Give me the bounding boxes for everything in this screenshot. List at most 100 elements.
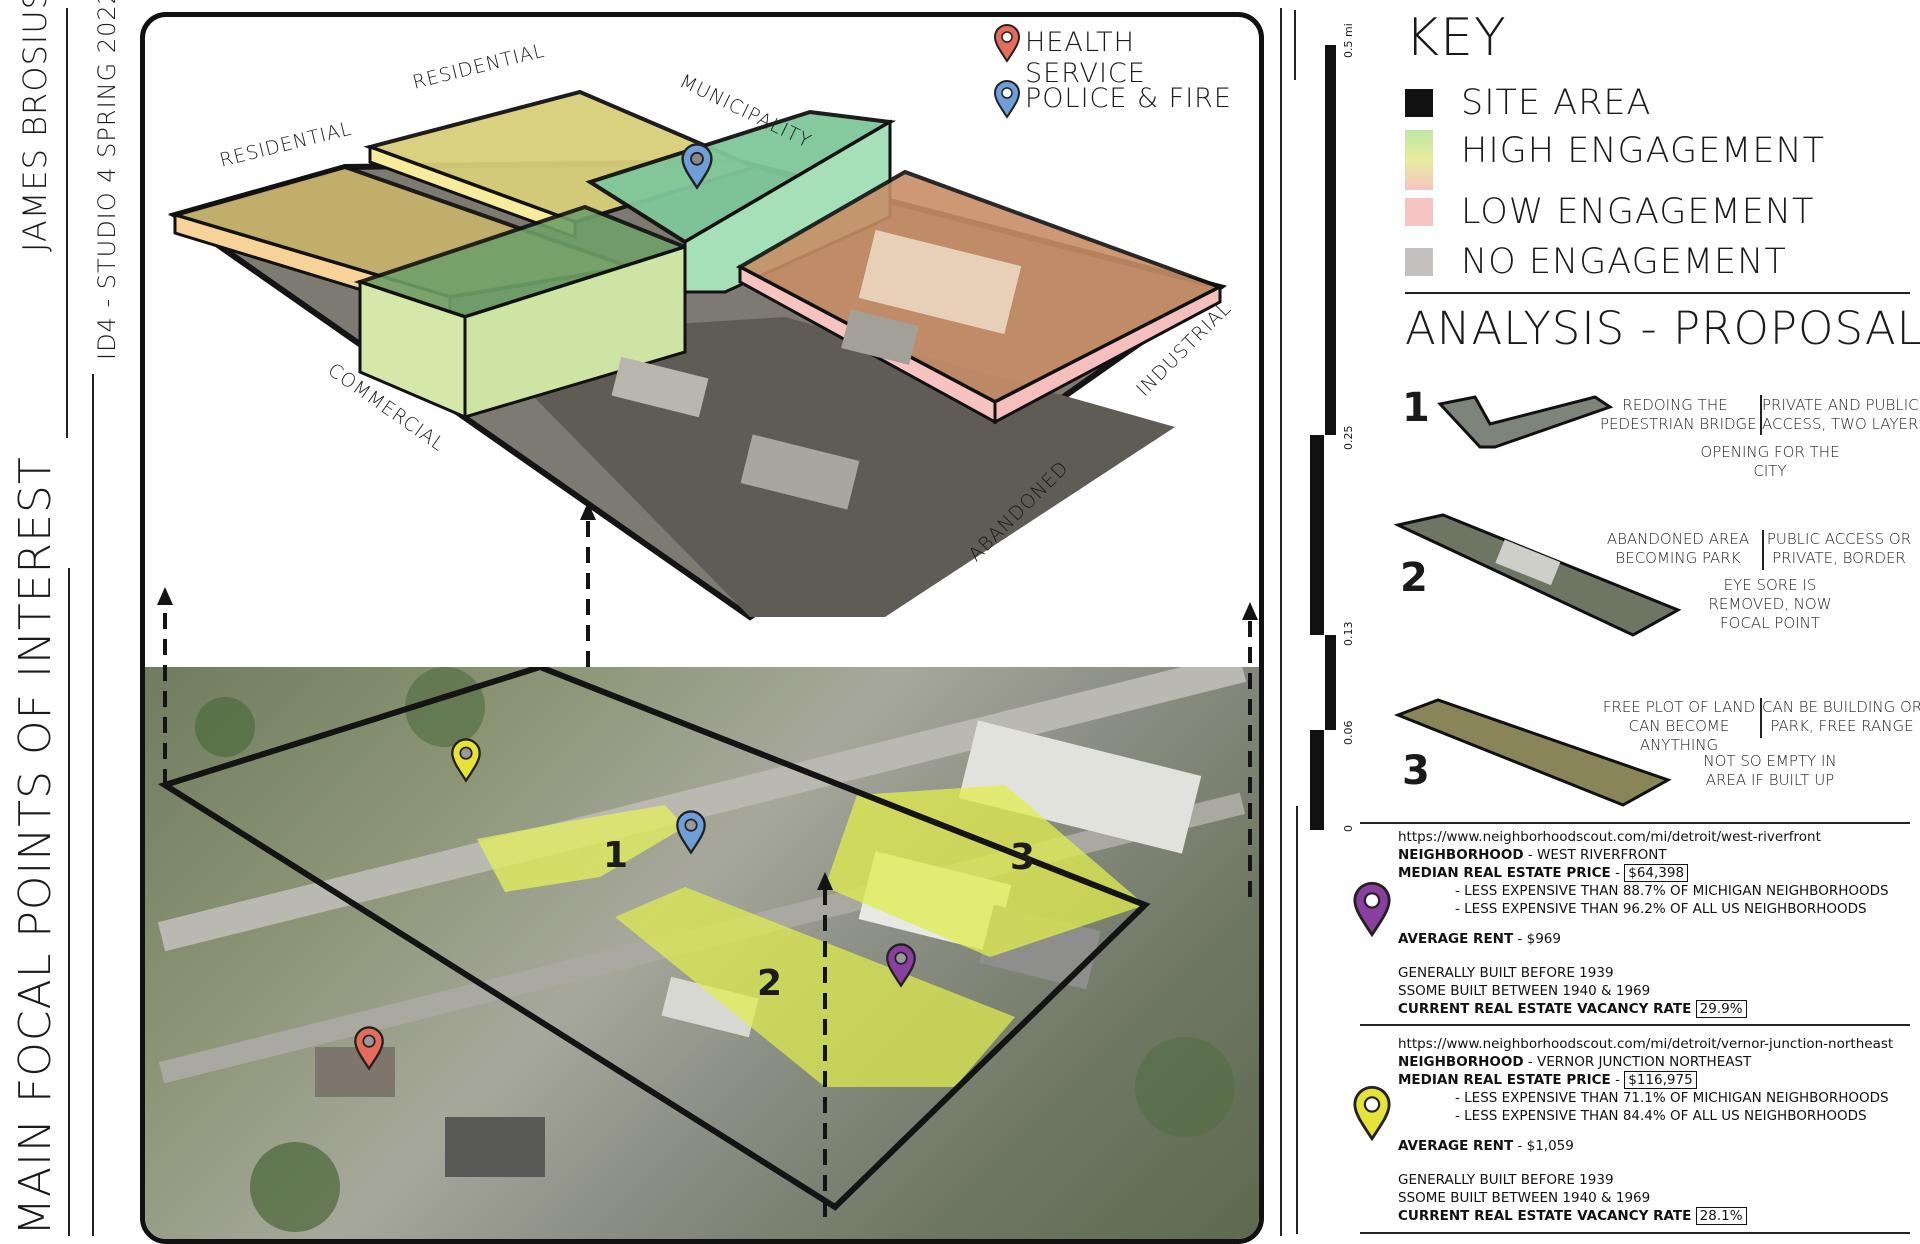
neighborhood-name-row: NEIGHBORHOOD - VERNOR JUNCTION NORTHEAST [1398, 1053, 1751, 1071]
proposal-number: 2 [1400, 555, 1428, 601]
key-swatch [1405, 89, 1433, 117]
key-label: SITE AREA [1461, 83, 1652, 123]
neighborhood-url[interactable]: https://www.neighborhoodscout.com/mi/det… [1398, 829, 1821, 845]
key-swatch [1405, 248, 1433, 276]
proposal-3-right-text: CAN BE BUILDING OR PARK, FREE RANGE [1762, 698, 1920, 735]
scale-tick-label: 0 [1342, 825, 1355, 832]
neighborhood-name: - VERNOR JUNCTION NORTHEAST [1523, 1054, 1752, 1070]
built-info: SSOME BUILT BETWEEN 1940 & 1969 [1398, 983, 1651, 999]
key-item-site-area: SITE AREA [1405, 83, 1651, 123]
scale-tick-label: 0.13 [1342, 621, 1355, 647]
proposal-3-thumbnail [1393, 698, 1672, 807]
left-rule-bottom [68, 568, 70, 1236]
zone-diagram [167, 89, 1228, 621]
map-area-2: 2 [757, 963, 783, 1004]
legend-police-fire: POLICE & FIRE [1025, 83, 1232, 114]
comparison-bullet: - LESS EXPENSIVE THAN 96.2% OF ALL US NE… [1455, 901, 1867, 917]
key-divider [1405, 292, 1910, 294]
rent-value: - $969 [1513, 931, 1561, 947]
proposal-2-thumbnail [1393, 513, 1682, 637]
dashed-arrows [157, 502, 1258, 1217]
map-pin-icon [993, 24, 1021, 63]
built-info: SSOME BUILT BETWEEN 1940 & 1969 [1398, 1190, 1651, 1206]
rent-row: AVERAGE RENT - $969 [1398, 930, 1561, 948]
median-price-row: MEDIAN REAL ESTATE PRICE - $64,398 [1398, 864, 1689, 882]
median-value: $64,398 [1624, 864, 1689, 882]
vacancy-label: CURRENT REAL ESTATE VACANCY RATE [1398, 1001, 1692, 1017]
rent-value: - $1,059 [1513, 1138, 1574, 1154]
vacancy-row: CURRENT REAL ESTATE VACANCY RATE 29.9% [1398, 1000, 1747, 1018]
panel-divider-left [1280, 8, 1282, 1236]
neighborhood-name: - WEST RIVERFRONT [1523, 847, 1667, 863]
key-label: LOW ENGAGEMENT [1461, 192, 1815, 232]
comparison-bullet: - LESS EXPENSIVE THAN 84.4% OF ALL US NE… [1455, 1108, 1867, 1124]
scale-unit-label: 0.5 mi [1342, 23, 1355, 58]
neighborhood-divider [1360, 1232, 1910, 1234]
key-item-no-engagement: NO ENGAGEMENT [1405, 242, 1787, 282]
built-info: GENERALLY BUILT BEFORE 1939 [1398, 965, 1614, 981]
left-rule-top [66, 8, 68, 438]
proposal-1-left-text: REDOING THE PEDESTRIAN BRIDGE [1600, 396, 1757, 433]
police-pin-map-icon [676, 810, 706, 855]
neighborhood-label: NEIGHBORHOOD [1398, 1054, 1524, 1070]
proposal-divider [1762, 530, 1764, 570]
median-label: MEDIAN REAL ESTATE PRICE [1398, 865, 1611, 881]
yellow-pin-icon [451, 738, 481, 783]
neighborhood-url[interactable]: https://www.neighborhoodscout.com/mi/det… [1398, 1036, 1894, 1052]
proposal-divider [1760, 698, 1762, 738]
scale-base-rule [1296, 806, 1298, 1234]
proposal-1-thumbnail [1437, 395, 1614, 449]
neighborhood-divider [1360, 1024, 1910, 1026]
rent-label: AVERAGE RENT [1398, 1138, 1514, 1154]
proposal-number: 1 [1402, 385, 1430, 431]
purple-pin-icon [886, 943, 916, 988]
key-title: KEY [1405, 8, 1507, 68]
proposal-2-bottom-text: EYE SORE IS REMOVED, NOW FOCAL POINT [1708, 576, 1832, 632]
legend-health-service: HEALTH SERVICE [1025, 27, 1146, 89]
key-swatch [1405, 198, 1433, 226]
map-area-1: 1 [603, 835, 629, 876]
neighborhood-label: NEIGHBORHOOD [1398, 847, 1524, 863]
purple-pin-icon [1353, 881, 1391, 938]
proposal-2-right-text: PUBLIC ACCESS OR PRIVATE, BORDER [1766, 530, 1912, 567]
key-label: NO ENGAGEMENT [1461, 242, 1787, 282]
scale-bar [1310, 730, 1324, 830]
scale-bar [1325, 45, 1336, 435]
vacancy-value: 29.9% [1695, 1000, 1747, 1018]
aerial-detail [157, 667, 1247, 1232]
proposal-3-left-text: FREE PLOT OF LAND CAN BECOME ANYTHING [1602, 698, 1756, 754]
proposal-1-right-text: PRIVATE AND PUBLIC ACCESS, TWO LAYERS [1762, 396, 1920, 433]
median-label: MEDIAN REAL ESTATE PRICE [1398, 1072, 1611, 1088]
key-item-high-engagement: HIGH ENGAGEMENT [1405, 130, 1825, 190]
proposal-number: 3 [1402, 748, 1430, 794]
scale-bar [1310, 435, 1324, 635]
comparison-bullet: - LESS EXPENSIVE THAN 88.7% OF MICHIGAN … [1455, 883, 1889, 899]
vacancy-row: CURRENT REAL ESTATE VACANCY RATE 28.1% [1398, 1207, 1747, 1225]
scale-bar [1325, 635, 1336, 730]
proposal-1-bottom-text: OPENING FOR THE CITY [1700, 443, 1840, 480]
median-value: $116,975 [1624, 1071, 1697, 1089]
rent-label: AVERAGE RENT [1398, 931, 1514, 947]
map-pin-icon [993, 80, 1021, 119]
neighborhood-name-row: NEIGHBORHOOD - WEST RIVERFRONT [1398, 846, 1667, 864]
proposal-2-left-text: ABANDONED AREA BECOMING PARK [1606, 530, 1750, 567]
left-rule-mid [92, 374, 94, 1236]
key-label: HIGH ENGAGEMENT [1461, 131, 1826, 171]
analysis-title: ANALYSIS - PROPOSAL [1405, 302, 1920, 355]
course-info: ID4 - STUDIO 4 SPRING 2022 [93, 0, 121, 360]
author-name: JAMES BROSIUS [16, 0, 54, 252]
map-area-3: 3 [1010, 837, 1036, 878]
comparison-bullet: - LESS EXPENSIVE THAN 71.1% OF MICHIGAN … [1455, 1090, 1889, 1106]
yellow-pin-icon [1353, 1085, 1391, 1142]
proposal-3-bottom-text: NOT SO EMPTY IN AREA IF BUILT UP [1703, 752, 1837, 789]
main-frame: RESIDENTIAL RESIDENTIAL MUNICIPALITY COM… [140, 12, 1264, 1244]
key-swatch [1405, 130, 1433, 190]
scale-tick-label: 0.25 [1342, 425, 1355, 451]
health-pin-icon [354, 1026, 384, 1071]
analysis-divider [1360, 822, 1910, 824]
median-price-row: MEDIAN REAL ESTATE PRICE - $116,975 [1398, 1071, 1697, 1089]
scale-tick-label: 0.06 [1342, 720, 1355, 746]
proposal-divider [1760, 395, 1762, 435]
rent-row: AVERAGE RENT - $1,059 [1398, 1137, 1574, 1155]
panel-divider-right [1294, 10, 1296, 80]
